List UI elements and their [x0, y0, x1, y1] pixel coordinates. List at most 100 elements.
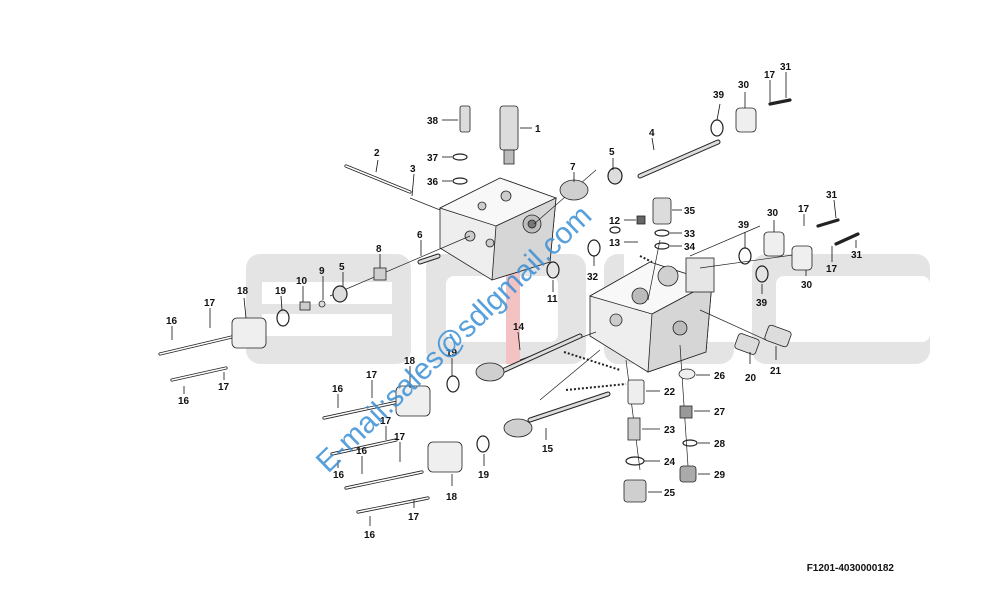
svg-text:27: 27 [714, 407, 726, 418]
callout-20: 20 [745, 352, 757, 384]
svg-text:37: 37 [427, 153, 439, 164]
callout-36: 36 [427, 177, 452, 188]
drawing-reference-code: F1201-4030000182 [806, 563, 894, 574]
svg-text:21: 21 [770, 366, 782, 377]
callout-16: 16 [364, 516, 376, 541]
svg-text:29: 29 [714, 470, 726, 481]
svg-text:25: 25 [664, 488, 676, 499]
callout-18: 18 [446, 474, 458, 503]
svg-text:16: 16 [332, 384, 344, 395]
callout-16: 16 [178, 386, 190, 407]
svg-text:17: 17 [218, 382, 230, 393]
svg-text:17: 17 [408, 512, 420, 523]
callout-16: 16 [166, 316, 178, 340]
svg-text:39: 39 [738, 220, 750, 231]
callout-17: 17 [764, 70, 776, 102]
callout-16: 16 [356, 446, 368, 474]
callout-19: 19 [275, 286, 287, 311]
svg-text:14: 14 [513, 322, 525, 333]
svg-text:17: 17 [826, 264, 838, 275]
callout-16: 16 [332, 384, 344, 408]
svg-text:11: 11 [547, 294, 558, 305]
svg-text:9: 9 [319, 266, 325, 277]
callout-31: 31 [851, 240, 863, 261]
svg-text:17: 17 [366, 370, 378, 381]
svg-text:17: 17 [204, 298, 216, 309]
callout-26: 26 [696, 371, 726, 382]
svg-text:17: 17 [380, 416, 392, 427]
svg-text:16: 16 [364, 530, 376, 541]
callout-17: 17 [826, 246, 838, 275]
callout-8: 8 [376, 244, 382, 268]
main-valve-body [588, 257, 715, 373]
svg-text:13: 13 [609, 238, 621, 249]
svg-text:28: 28 [714, 439, 726, 450]
callout-14: 14 [513, 322, 525, 351]
svg-text:35: 35 [684, 206, 696, 217]
callout-27: 27 [694, 407, 726, 418]
svg-text:5: 5 [339, 262, 345, 273]
callout-16: 16 [333, 460, 345, 481]
callout-21: 21 [770, 346, 782, 377]
svg-text:17: 17 [798, 204, 810, 215]
callout-7: 7 [570, 162, 576, 182]
svg-text:4: 4 [649, 128, 655, 139]
callout-18: 18 [404, 356, 416, 388]
svg-text:38: 38 [427, 116, 439, 127]
svg-text:8: 8 [376, 244, 382, 255]
svg-text:18: 18 [404, 356, 416, 367]
callout-labels: 1 2 3 4 5 5 6 7 8 9 10 11 12 13 14 15 16… [166, 62, 863, 541]
callout-24: 24 [644, 457, 676, 468]
callout-30: 30 [767, 208, 779, 232]
svg-text:12: 12 [609, 216, 621, 227]
callout-15: 15 [542, 428, 554, 455]
svg-text:36: 36 [427, 177, 439, 188]
callout-12: 12 [609, 216, 636, 227]
svg-text:16: 16 [178, 396, 190, 407]
callout-19: 19 [478, 454, 490, 481]
svg-text:1: 1 [535, 124, 541, 135]
svg-text:7: 7 [570, 162, 576, 173]
callout-30: 30 [738, 80, 750, 108]
callout-30: 30 [801, 270, 813, 291]
end-caps [231, 107, 813, 473]
springs [373, 179, 693, 441]
callout-3: 3 [410, 164, 416, 197]
svg-text:30: 30 [801, 280, 813, 291]
callout-13: 13 [609, 238, 638, 249]
callout-5: 5 [339, 262, 345, 286]
svg-text:10: 10 [296, 276, 308, 287]
callout-39: 39 [738, 220, 750, 248]
svg-text:18: 18 [237, 286, 249, 297]
callout-28: 28 [698, 439, 726, 450]
svg-text:22: 22 [664, 387, 676, 398]
svg-text:34: 34 [684, 242, 696, 253]
callout-11: 11 [547, 280, 558, 305]
svg-text:2: 2 [374, 148, 380, 159]
callout-34: 34 [670, 242, 696, 253]
callout-4: 4 [649, 128, 655, 151]
callout-35: 35 [672, 206, 696, 217]
callout-17: 17 [394, 432, 406, 462]
svg-text:26: 26 [714, 371, 726, 382]
svg-text:16: 16 [356, 446, 368, 457]
svg-text:30: 30 [738, 80, 750, 91]
svg-text:31: 31 [851, 250, 863, 261]
svg-text:30: 30 [767, 208, 779, 219]
callout-29: 29 [698, 470, 726, 481]
callout-10: 10 [296, 276, 308, 302]
svg-text:39: 39 [756, 298, 768, 309]
callout-17: 17 [798, 204, 810, 226]
svg-text:18: 18 [446, 492, 458, 503]
callout-1: 1 [520, 124, 541, 135]
svg-text:19: 19 [446, 348, 458, 359]
svg-text:17: 17 [764, 70, 776, 81]
callout-6: 6 [417, 230, 423, 256]
callout-9: 9 [319, 266, 325, 300]
svg-text:33: 33 [684, 229, 696, 240]
svg-text:31: 31 [826, 190, 838, 201]
callout-32: 32 [587, 256, 599, 283]
callout-33: 33 [670, 229, 696, 240]
callout-25: 25 [648, 488, 676, 499]
callout-23: 23 [642, 425, 676, 436]
